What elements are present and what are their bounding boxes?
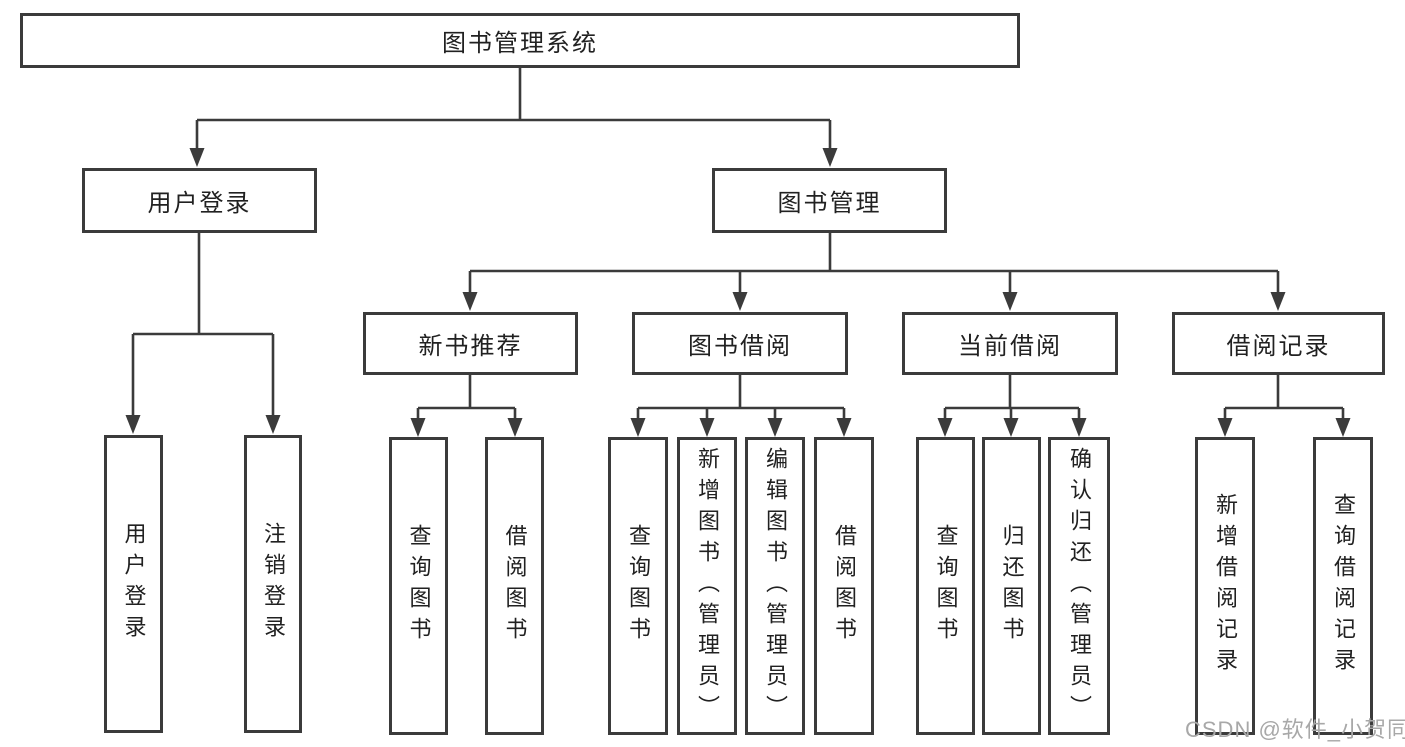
csdn-watermark: CSDN @软件_小贺同学	[1185, 717, 1405, 742]
node-root-system: 图书管理系统	[20, 13, 1020, 68]
node-current-borrowing: 当前借阅	[902, 312, 1118, 375]
leaf-add-books-admin: 新增图书（管理员）	[677, 437, 737, 735]
leaf-edit-books-admin: 编辑图书（管理员）	[745, 437, 805, 735]
node-borrow-records: 借阅记录	[1172, 312, 1385, 375]
node-book-management: 图书管理	[712, 168, 947, 233]
leaf-return-books: 归还图书	[982, 437, 1041, 735]
leaf-add-borrow-record: 新增借阅记录	[1195, 437, 1255, 735]
node-book-borrowing: 图书借阅	[632, 312, 848, 375]
leaf-borrow-books-1: 借阅图书	[485, 437, 544, 735]
leaf-borrow-books-2: 借阅图书	[814, 437, 874, 735]
leaf-query-books-2: 查询图书	[608, 437, 668, 735]
leaf-user-login: 用户登录	[104, 435, 163, 733]
node-user-login: 用户登录	[82, 168, 317, 233]
leaf-query-borrow-record: 查询借阅记录	[1313, 437, 1373, 735]
leaf-logout: 注销登录	[244, 435, 302, 733]
leaf-query-books-1: 查询图书	[389, 437, 448, 735]
leaf-query-books-3: 查询图书	[916, 437, 975, 735]
node-new-book-recommend: 新书推荐	[363, 312, 578, 375]
leaf-confirm-return-admin: 确认归还（管理员）	[1048, 437, 1110, 735]
